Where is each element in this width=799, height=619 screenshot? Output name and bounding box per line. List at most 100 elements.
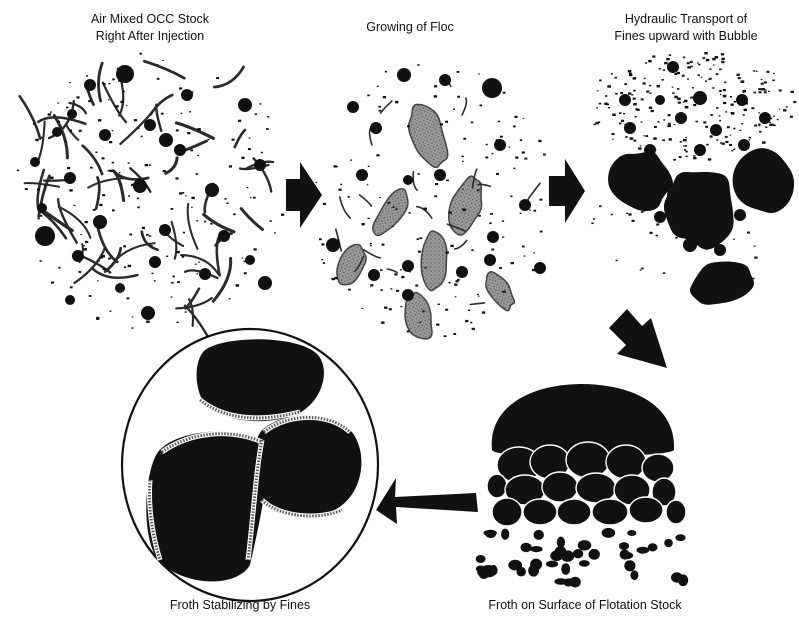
fine-speck [524,158,527,160]
fine-speck [408,212,410,214]
fine-speck [503,291,506,293]
fine-speck [773,124,775,126]
fiber [186,141,206,150]
fine-speck [101,157,104,159]
fine-speck [465,320,468,322]
fine-speck [440,123,443,125]
particle [620,552,633,559]
fine-speck [662,139,665,141]
fine-speck [333,165,336,167]
fine-speck [66,107,68,109]
fine-speck [698,74,700,76]
fine-speck [281,214,284,216]
fine-speck [57,121,60,123]
fine-speck [380,269,382,271]
fine-speck [646,91,649,93]
particle [736,94,748,106]
fiber [142,232,158,250]
fine-speck [179,87,182,89]
fine-speck [112,130,114,131]
fine-speck [120,101,123,103]
fine-speck [99,204,102,206]
fine-speck [472,328,475,330]
fine-speck [95,151,97,152]
fine-speck [731,112,733,114]
fine-speck [182,256,185,258]
fine-speck [674,96,678,99]
fine-speck [446,179,449,181]
fine-speck [767,71,770,73]
fine-speck [712,58,715,60]
fine-speck [683,57,685,59]
particle [141,306,155,320]
fiber [213,258,230,301]
fine-speck [362,308,364,309]
particle [624,122,636,134]
particle [554,578,567,585]
fine-speck [722,143,725,145]
fine-speck [719,90,722,92]
fine-speck [654,126,657,128]
fiber [241,209,262,230]
fine-speck [132,316,134,317]
fine-speck [616,260,618,261]
fine-speck [523,118,525,119]
particle [67,109,77,119]
fine-speck [649,93,651,94]
fine-speck [453,109,455,110]
fine-speck [449,211,452,213]
stage-growing-floc [315,64,546,343]
particle [655,95,665,105]
fine-speck [669,54,671,56]
caption-line: Hydraulic Transport of [586,11,786,28]
fine-speck [134,119,137,121]
fine-speck [731,104,734,106]
fiber [214,67,243,87]
fine-speck [182,192,184,194]
fine-speck [742,90,746,92]
fine-speck [229,165,232,167]
fine-speck [623,113,625,114]
floc [367,185,415,241]
caption-hydraulic-transport: Hydraulic Transport of Fines upward with… [586,11,786,45]
fine-speck [635,116,637,118]
fine-speck [783,109,786,111]
fine-speck [477,189,480,191]
particle [181,89,193,101]
fine-speck [684,100,687,102]
particle [654,211,666,223]
particle [519,199,531,211]
fine-speck [611,214,613,216]
fine-speck [445,251,448,253]
particle [534,262,546,274]
fine-speck [233,213,236,215]
particle [133,179,147,193]
fine-speck [196,273,198,274]
fine-speck [471,121,474,123]
fine-speck [370,284,373,286]
fine-speck [651,110,654,112]
fine-speck [710,114,713,116]
fiber [20,96,41,139]
fine-speck [197,155,199,156]
particle [402,289,414,301]
fine-speck [210,223,212,225]
stage-froth-surface [476,384,689,587]
particle [759,112,771,124]
fine-speck [48,113,51,115]
fine-speck [316,182,318,183]
fine-speck [593,124,595,126]
particle [624,560,635,571]
caption-froth-stabilizing: Froth Stabilizing by Fines [130,597,350,614]
fine-speck [175,177,178,179]
fine-speck [607,85,611,88]
particle [694,144,706,156]
fine-speck [677,88,679,90]
particle [258,276,272,290]
fine-speck [633,98,636,100]
fine-speck [668,123,671,125]
air-bubble [684,253,757,311]
fine-speck [93,209,96,211]
fine-speck [445,121,448,123]
fine-speck [74,205,76,206]
